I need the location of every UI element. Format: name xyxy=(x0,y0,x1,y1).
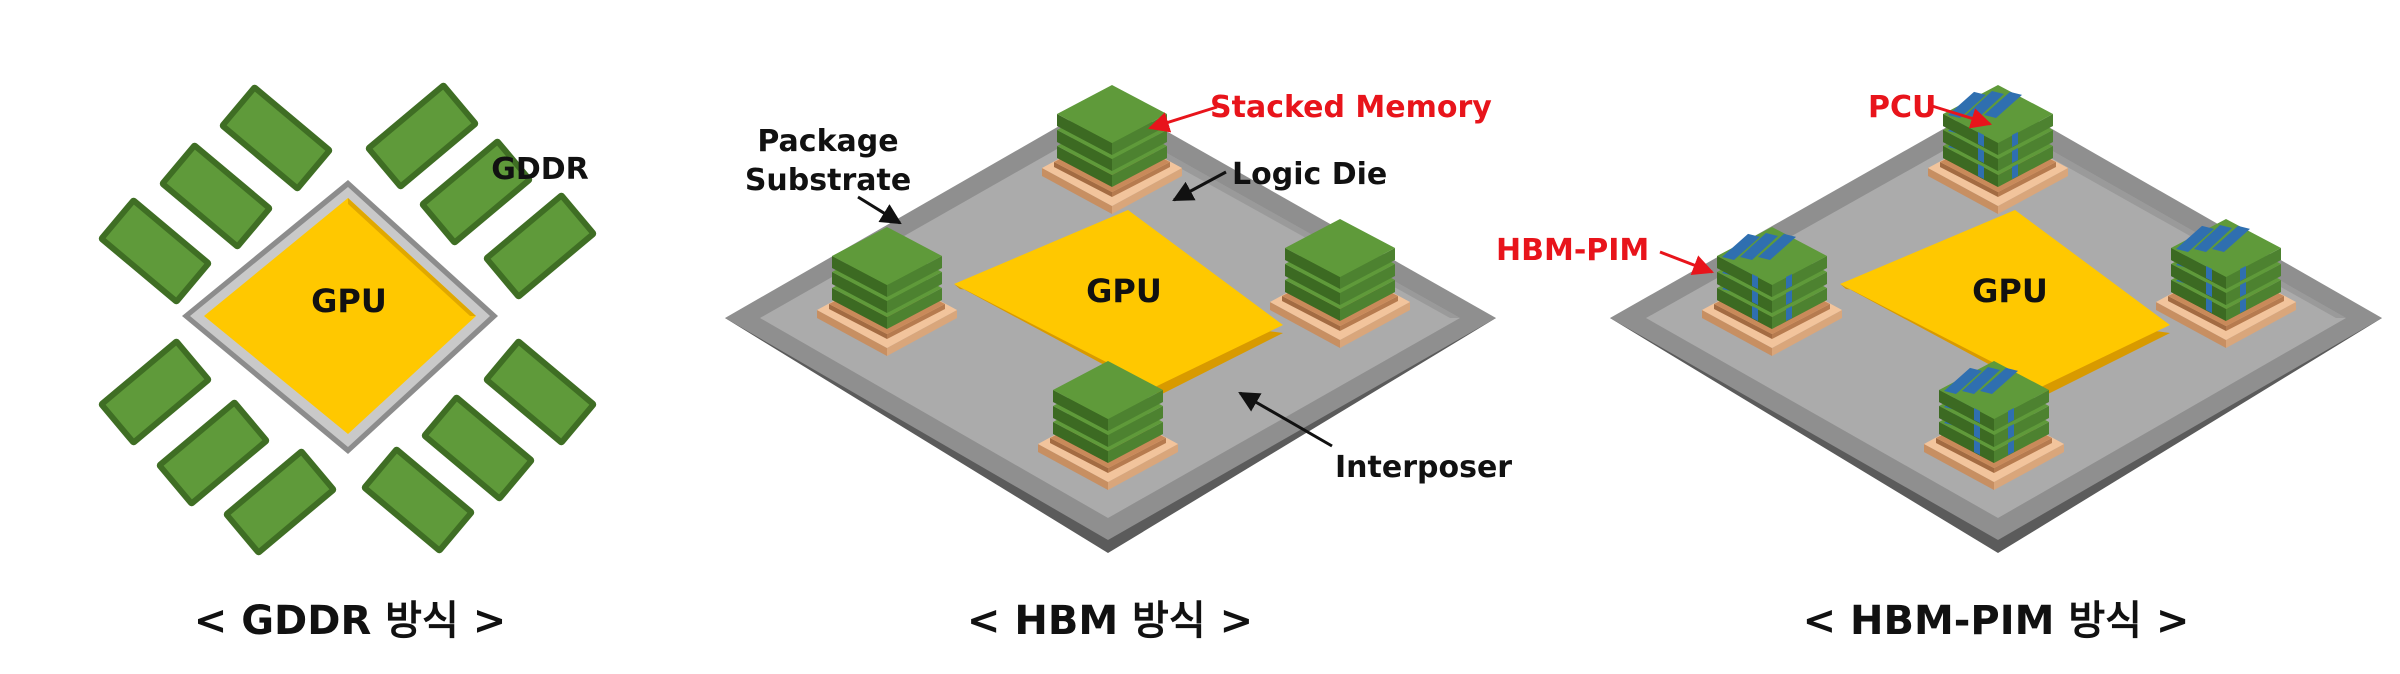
pcu-unit xyxy=(1978,164,1984,179)
logic-die-label: Logic Die xyxy=(1232,157,1387,192)
package-label-line2: Substrate xyxy=(745,163,911,198)
hbm-panel: GPU Stacked Memory Logic Die Package Sub… xyxy=(725,85,1512,644)
pcu-unit xyxy=(1740,233,1778,260)
pcu-unit xyxy=(2008,424,2014,439)
pcu-unit xyxy=(2012,148,2018,163)
hbm-pim-stack xyxy=(1702,227,1842,356)
pcu-unit xyxy=(2206,282,2212,297)
stacked-memory-label: Stacked Memory xyxy=(1210,90,1492,125)
gddr-chip xyxy=(483,192,597,300)
pcu-unit xyxy=(2194,225,2232,252)
pcu-unit xyxy=(1786,306,1792,321)
interposer-label: Interposer xyxy=(1335,450,1512,485)
gddr-chip xyxy=(156,399,270,507)
memory-layer xyxy=(1717,227,1827,297)
gddr-chip xyxy=(421,394,535,502)
memory-layer xyxy=(832,227,942,297)
gddr-chip xyxy=(365,82,479,190)
memory-layer xyxy=(1057,85,1167,155)
pcu-unit xyxy=(2012,164,2018,179)
memory-layer xyxy=(1943,85,2053,155)
pcu-unit xyxy=(1974,408,1980,423)
pcu-unit xyxy=(1984,91,2022,118)
gddr-chip xyxy=(219,84,333,192)
hbm-pim-stack xyxy=(2156,219,2296,348)
pcu-unit xyxy=(2206,298,2212,313)
pcu-unit xyxy=(1786,274,1792,289)
hbm-pim-gpu-label: GPU xyxy=(1972,272,2048,310)
pcu-unit xyxy=(1974,424,1980,439)
hbm-stack xyxy=(817,227,957,356)
pcu-unit xyxy=(1786,290,1792,305)
pcu-unit xyxy=(1752,290,1758,305)
gddr-gpu-package xyxy=(182,180,498,454)
gddr-memory-chips xyxy=(98,82,597,556)
hbm-stack xyxy=(1042,85,1182,214)
hbm-pim-stacks xyxy=(1702,85,2296,490)
hbm-caption: < HBM 방식 > xyxy=(967,598,1253,644)
pcu-unit xyxy=(1962,367,2000,394)
gddr-gpu-label: GPU xyxy=(311,282,387,320)
gddr-chip xyxy=(98,197,212,305)
memory-layer xyxy=(1285,219,1395,289)
memory-layer xyxy=(1053,361,1163,431)
pcu-unit xyxy=(2240,266,2246,281)
gddr-panel: GPU GDDR < GDDR 방식 > xyxy=(98,82,597,644)
pcu-unit xyxy=(1758,233,1796,260)
hbm-stack xyxy=(1038,361,1178,490)
pcu-unit xyxy=(1980,367,2018,394)
hbm-stack xyxy=(1270,219,1410,348)
pcu-unit xyxy=(1948,91,1986,118)
gddr-chip xyxy=(223,448,337,556)
pcu-unit xyxy=(2212,225,2250,252)
pcu-unit xyxy=(1752,274,1758,289)
pcu-label: PCU xyxy=(1868,90,1936,125)
hbm-pim-caption: < HBM-PIM 방식 > xyxy=(1803,598,2190,644)
hbm-stacks xyxy=(817,85,1410,490)
pcu-unit xyxy=(1978,148,1984,163)
gddr-memory-label: GDDR xyxy=(491,152,589,187)
pcu-unit xyxy=(2240,298,2246,313)
hbm-pim-stack xyxy=(1924,361,2064,490)
hbm-gpu-die xyxy=(954,210,1283,395)
gddr-chip xyxy=(361,446,475,554)
hbm-pim-gpu-die xyxy=(1840,210,2170,395)
gddr-caption: < GDDR 방식 > xyxy=(194,598,506,644)
pcu-unit xyxy=(2206,266,2212,281)
package-label-line1: Package xyxy=(757,124,898,159)
pcu-unit xyxy=(1722,233,1760,260)
pcu-unit xyxy=(2012,132,2018,147)
pcu-unit xyxy=(2240,282,2246,297)
pcu-unit xyxy=(1752,306,1758,321)
gddr-chip xyxy=(419,138,533,246)
gddr-chip xyxy=(98,338,212,446)
hbm-pim-panel: GPU PCU HBM-PIM < HBM-PIM 방식 > xyxy=(1496,85,2382,644)
pcu-unit xyxy=(2008,408,2014,423)
gddr-chip xyxy=(159,142,273,250)
gddr-chip xyxy=(483,338,597,446)
pcu-unit xyxy=(2176,225,2214,252)
hbm-gpu-label: GPU xyxy=(1086,272,1162,310)
hbm-pim-label: HBM-PIM xyxy=(1496,233,1649,268)
pcu-unit xyxy=(1974,440,1980,455)
hbm-pim-stack xyxy=(1928,85,2068,214)
memory-layer xyxy=(2171,219,2281,289)
memory-layer xyxy=(1939,361,2049,431)
pcu-unit xyxy=(1978,132,1984,147)
pcu-unit xyxy=(1944,367,1982,394)
pcu-unit xyxy=(2008,440,2014,455)
